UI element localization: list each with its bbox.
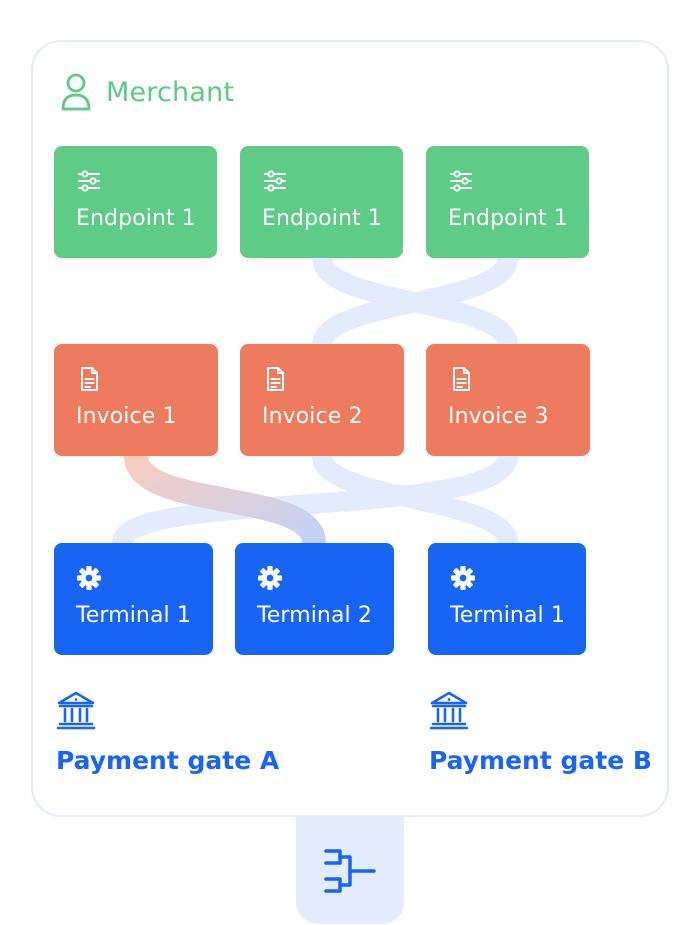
- user-icon: [61, 73, 91, 111]
- terminal-label: Terminal 1: [450, 603, 565, 628]
- terminal-label: Terminal 2: [257, 603, 372, 628]
- gear-icon: [77, 566, 101, 590]
- payment-gate-b: Payment gate B: [429, 690, 652, 775]
- merchant-header: Merchant: [60, 70, 234, 114]
- payment-gate-label: Payment gate B: [429, 746, 652, 775]
- bank-icon: [429, 691, 469, 730]
- merge-icon: [324, 848, 376, 893]
- endpoint-box[interactable]: Endpoint 1: [54, 146, 217, 258]
- endpoint-label: Endpoint 1: [76, 206, 196, 231]
- gear-icon: [258, 566, 282, 590]
- document-icon: [81, 367, 98, 391]
- endpoint-label: Endpoint 1: [262, 206, 382, 231]
- terminal-box[interactable]: Terminal 2: [235, 543, 394, 655]
- document-icon: [267, 367, 284, 391]
- endpoint-box[interactable]: Endpoint 1: [240, 146, 403, 258]
- connector-tab: [296, 817, 404, 924]
- merchant-label: Merchant: [106, 76, 235, 108]
- invoice-label: Invoice 3: [448, 404, 549, 429]
- payment-gate-label: Payment gate A: [56, 746, 280, 775]
- gear-icon: [451, 566, 475, 590]
- terminal-box[interactable]: Terminal 1: [428, 543, 586, 655]
- sliders-icon: [78, 170, 100, 192]
- invoice-label: Invoice 1: [76, 404, 177, 429]
- invoice-box[interactable]: Invoice 1: [54, 344, 218, 456]
- endpoint-box[interactable]: Endpoint 1: [426, 146, 589, 258]
- invoice-box[interactable]: Invoice 3: [426, 344, 590, 456]
- payment-gate-a: Payment gate A: [56, 690, 279, 775]
- terminal-label: Terminal 1: [76, 603, 191, 628]
- sliders-icon: [450, 170, 472, 192]
- endpoint-label: Endpoint 1: [448, 206, 568, 231]
- terminal-box[interactable]: Terminal 1: [54, 543, 213, 655]
- sliders-icon: [264, 170, 286, 192]
- invoice-box[interactable]: Invoice 2: [240, 344, 404, 456]
- bank-icon: [56, 691, 96, 730]
- document-icon: [453, 367, 470, 391]
- invoice-label: Invoice 2: [262, 404, 363, 429]
